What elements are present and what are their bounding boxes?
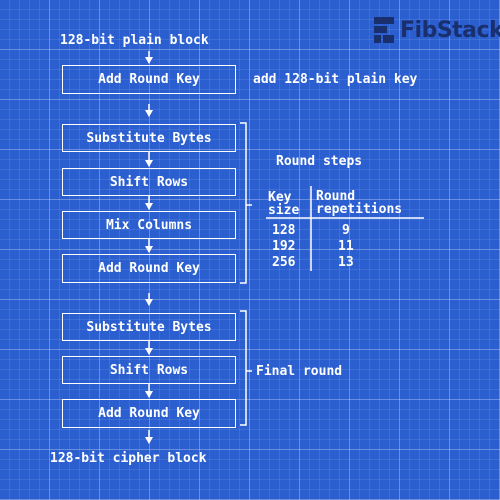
round-mix-columns-box: Mix Columns (62, 211, 236, 239)
table-header-key-line2: size (268, 203, 300, 218)
table-header-rounds-line1: Round (316, 189, 356, 204)
table-header-rounds-line2: repetitions (316, 202, 403, 217)
initial-key-note: add 128-bit plain key (253, 72, 418, 87)
final-round-bracket (240, 310, 252, 426)
final-shift-rows-box: Shift Rows (62, 356, 236, 384)
fibstack-logo-icon (374, 17, 394, 43)
initial-add-round-key-box: Add Round Key (62, 65, 236, 94)
round-steps-bracket (240, 122, 252, 284)
table-cell-key-size: 128 (272, 223, 296, 238)
final-add-round-key-box: Add Round Key (62, 399, 236, 428)
table-cell-repetitions: 13 (338, 255, 354, 270)
round-substitute-bytes-box: Substitute Bytes (62, 124, 236, 152)
fibstack-logo: FibStack (374, 17, 500, 43)
final-round-label: Final round (256, 364, 343, 379)
round-shift-rows-box: Shift Rows (62, 168, 236, 196)
input-label: 128-bit plain block (60, 33, 209, 48)
table-cell-key-size: 256 (272, 255, 296, 270)
round-steps-label: Round steps (276, 154, 363, 169)
round-add-round-key-box: Add Round Key (62, 254, 236, 283)
table-header-key-line1: Key (268, 190, 292, 205)
table-cell-repetitions: 9 (342, 223, 350, 238)
fibstack-logo-text: FibStack (400, 17, 500, 43)
table-cell-key-size: 192 (272, 239, 296, 254)
final-substitute-bytes-box: Substitute Bytes (62, 313, 236, 341)
output-label: 128-bit cipher block (50, 451, 207, 466)
table-cell-repetitions: 11 (338, 239, 354, 254)
